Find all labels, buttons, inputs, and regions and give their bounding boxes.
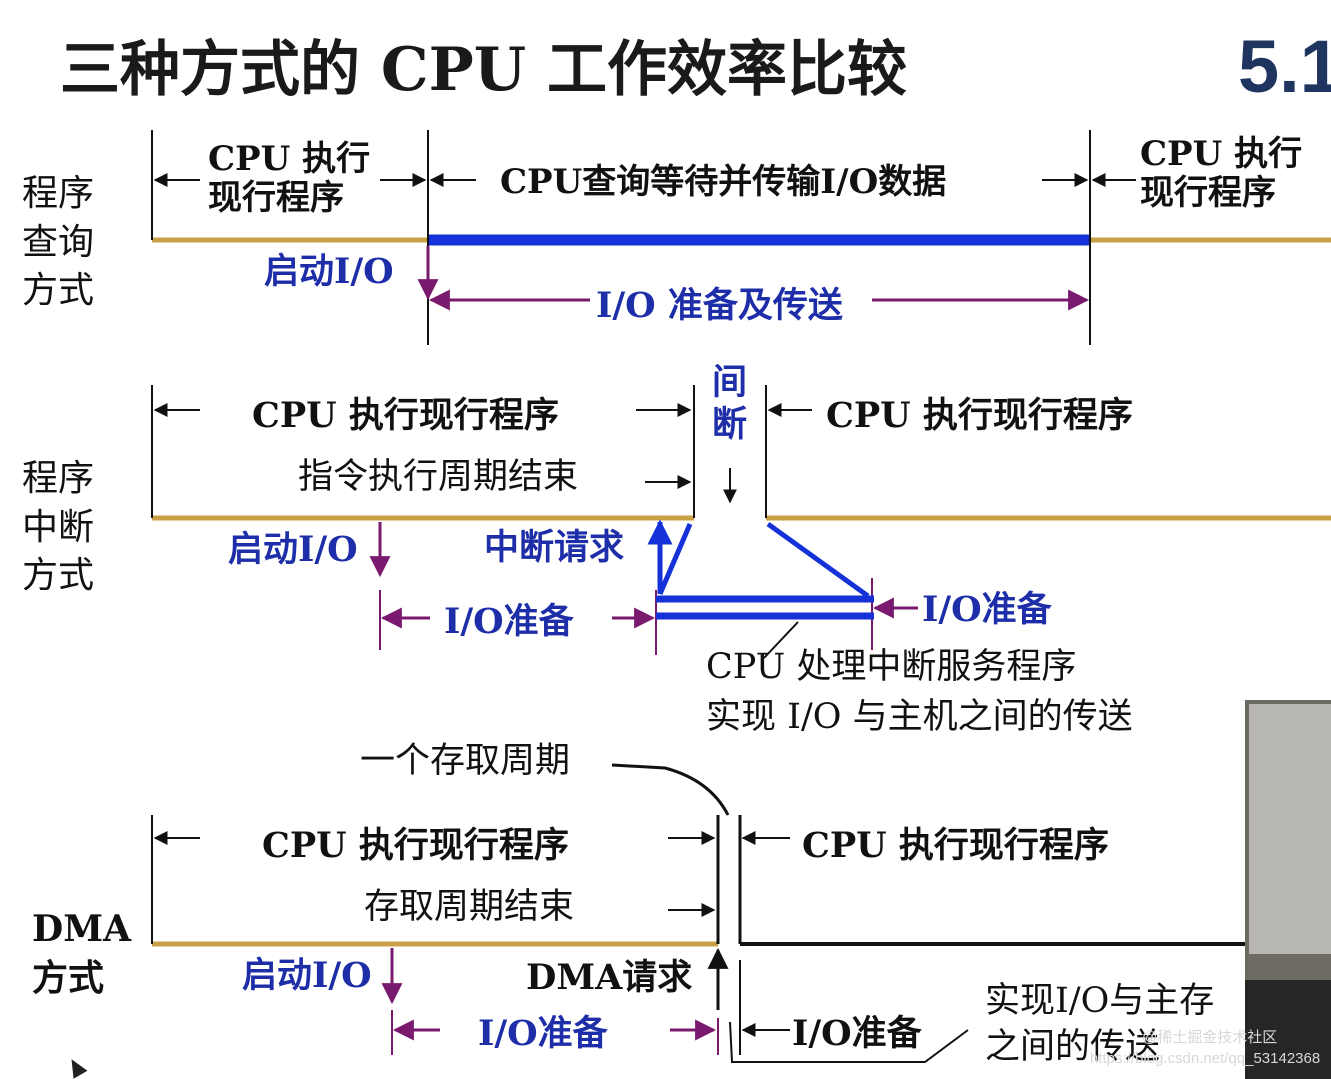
interrupt-service-pointer: [763, 621, 799, 659]
dma-access-cycle-pointer: [611, 763, 730, 816]
interrupt-service-line1: CPU 处理中断服务程序: [706, 647, 1077, 687]
dma-diagram: [151, 763, 1245, 1063]
video-foreground: [1245, 980, 1331, 1079]
video-background-wall: [1249, 704, 1331, 954]
interrupt-instr-end: 指令执行周期结束: [298, 457, 579, 497]
dma-cpu-exec-right: CPU 执行现行程序: [802, 825, 1109, 866]
interrupt-mark: 间 断: [712, 362, 748, 445]
polling-diagram: [151, 130, 1331, 345]
dma-transfer-line1: 实现I/O与主存: [985, 981, 1215, 1021]
interrupt-service-diag-r: [766, 521, 870, 599]
interrupt-start-io: 启动I/O: [228, 529, 358, 570]
polling-start-io: 启动I/O: [264, 251, 394, 292]
polling-mode-label: 程序 查询 方式: [22, 173, 95, 312]
dma-start-io: 启动I/O: [242, 955, 372, 996]
dma-mode-label: DMA 方式: [32, 908, 131, 999]
polling-cpu-exec-left: CPU 执行 现行程序: [208, 139, 371, 219]
dma-io-prep-right: I/O准备: [792, 1013, 922, 1054]
polling-cpu-exec-right: CPU 执行 现行程序: [1140, 134, 1303, 214]
interrupt-cpu-exec-right: CPU 执行现行程序: [826, 395, 1133, 436]
section-number: 5.1: [1238, 25, 1331, 108]
dma-transfer-pointer: [729, 1021, 969, 1063]
interrupt-mode-label: 程序 中断 方式: [22, 458, 95, 597]
interrupt-service-diag-l: [657, 523, 693, 595]
watermark-line2: https://blog.csdn.net/qq_53142368: [1090, 1050, 1321, 1067]
interrupt-io-prep-right: I/O准备: [922, 589, 1052, 630]
dma-access-cycle: 一个存取周期: [360, 741, 571, 781]
watermark-line1: @稀土掘金技术社区: [1142, 1029, 1278, 1046]
dma-transfer-line2: 之间的传送: [985, 1027, 1161, 1067]
dma-cpu-exec-left: CPU 执行现行程序: [262, 825, 569, 866]
interrupt-service-line2: 实现 I/O 与主机之间的传送: [706, 697, 1133, 737]
interrupt-request: 中断请求: [484, 527, 625, 568]
polling-io-prep-transfer: I/O 准备及传送: [596, 285, 843, 326]
polling-cpu-wait: CPU查询等待并传输I/O数据: [500, 162, 947, 202]
dma-request: DMA请求: [526, 957, 693, 998]
dma-io-prep-left: I/O准备: [478, 1013, 608, 1054]
interrupt-io-prep-left: I/O准备: [444, 601, 574, 642]
page-title: 三种方式的 CPU 工作效率比较: [60, 35, 907, 105]
interrupt-diagram: [151, 385, 1331, 659]
lecturer-video-inset: [1245, 700, 1331, 1079]
interrupt-cpu-exec-left: CPU 执行现行程序: [252, 395, 559, 436]
dma-access-end: 存取周期结束: [364, 887, 575, 927]
